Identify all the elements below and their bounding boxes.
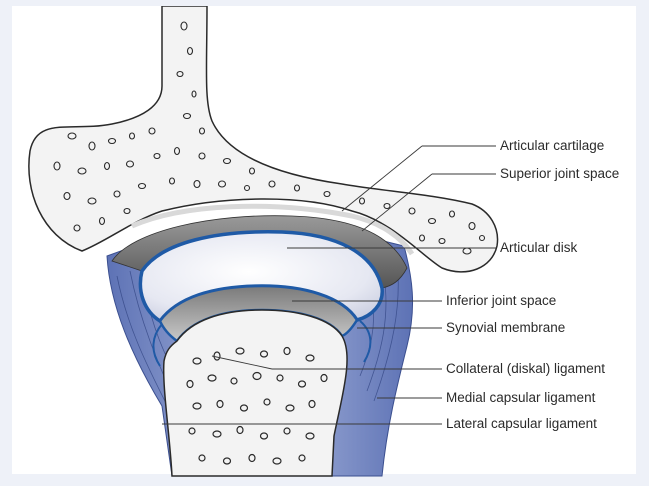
label-lateral-capsular-ligament: Lateral capsular ligament	[446, 416, 597, 431]
articular-cartilage	[130, 203, 415, 256]
leader-collateral-ligament	[211, 355, 273, 370]
label-collateral-ligament: Collateral (diskal) ligament	[446, 361, 605, 376]
trabecular-pattern-lower	[186, 346, 328, 465]
synovial-membrane	[152, 320, 372, 367]
label-inferior-joint-space: Inferior joint space	[446, 293, 556, 308]
label-medial-capsular-ligament: Medial capsular ligament	[446, 390, 596, 405]
label-articular-cartilage: Articular cartilage	[500, 138, 604, 153]
tmj-diagram: Articular cartilage Superior joint space…	[28, 6, 619, 477]
diagram-stage: Articular cartilage Superior joint space…	[12, 6, 636, 477]
label-superior-joint-space: Superior joint space	[500, 166, 619, 181]
mandibular-condyle	[162, 309, 348, 477]
label-articular-disk: Articular disk	[500, 240, 578, 255]
temporal-bone	[28, 6, 499, 273]
leader-superior-joint-space	[361, 173, 433, 232]
label-synovial-membrane: Synovial membrane	[446, 320, 565, 335]
leader-articular-cartilage	[341, 145, 423, 212]
